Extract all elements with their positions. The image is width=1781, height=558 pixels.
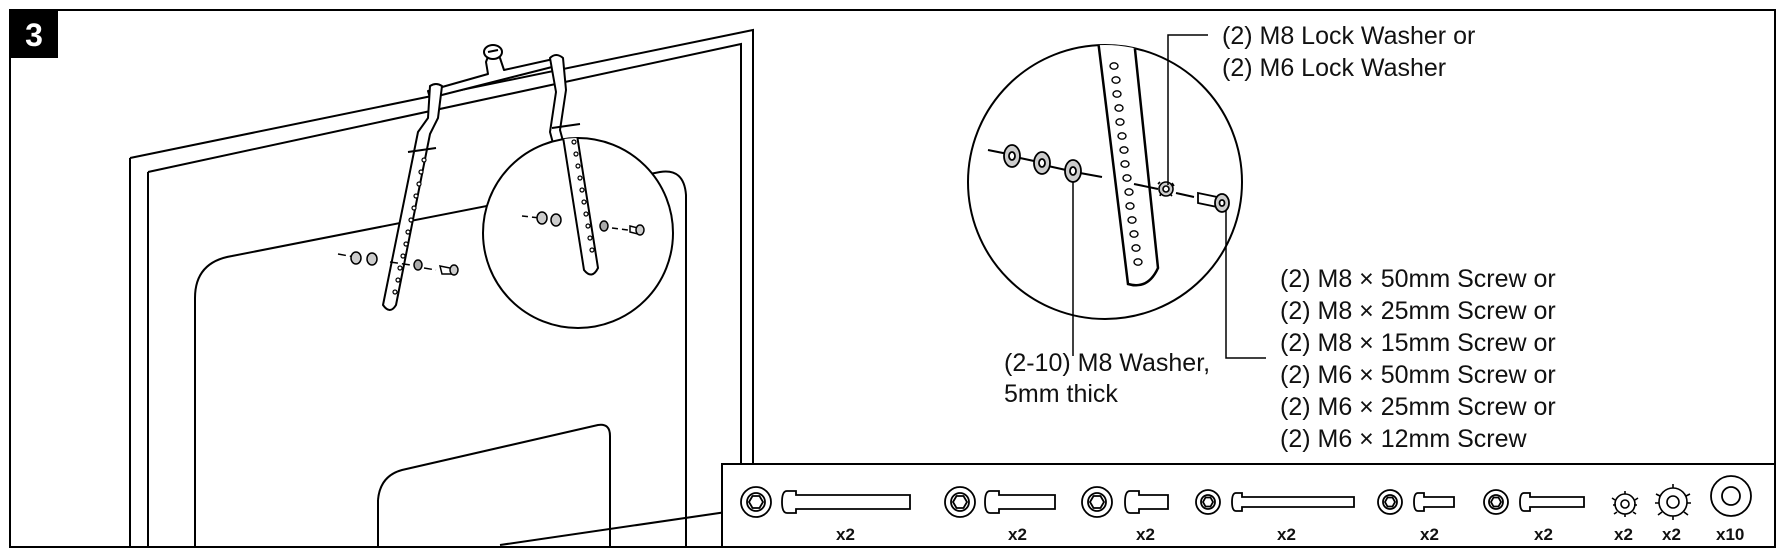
zoom-screw bbox=[1197, 191, 1230, 213]
step-badge: 3 bbox=[10, 10, 58, 58]
leader-lines bbox=[1072, 34, 1266, 359]
callout-washer-line-2: 5mm thick bbox=[1004, 380, 1118, 408]
callout-screw-line-4: (2) M6 × 50mm Screw or bbox=[1280, 361, 1556, 389]
assembly-axis bbox=[987, 149, 1195, 198]
callout-washer-line-1: (2-10) M8 Washer, bbox=[1004, 349, 1210, 377]
screw-side-icon bbox=[1124, 490, 1169, 514]
screw-side-icon bbox=[1231, 492, 1355, 512]
callout-screw-line-2: (2) M8 × 25mm Screw or bbox=[1280, 297, 1556, 325]
small-bracket bbox=[558, 138, 600, 276]
hardware-qty-5: x2 bbox=[1420, 525, 1439, 544]
hardware-qty-3: x2 bbox=[1136, 525, 1155, 544]
hardware-qty-2: x2 bbox=[1008, 525, 1027, 544]
callout-screw-line-5: (2) M6 × 25mm Screw or bbox=[1280, 393, 1556, 421]
mounting-brackets bbox=[382, 44, 599, 311]
callout-lock-washer: (2) M8 Lock Washer or (2) M6 Lock Washer bbox=[1222, 22, 1475, 82]
hardware-legend: x2 x2 x2 x2 x2 bbox=[721, 463, 1776, 548]
screw-side-icon bbox=[1413, 492, 1455, 512]
hardware-qty-9: x10 bbox=[1716, 525, 1744, 544]
screw-side-icon bbox=[984, 490, 1056, 514]
callout-lock-washer-line-2: (2) M6 Lock Washer bbox=[1222, 54, 1446, 82]
screw-side-icon bbox=[1519, 492, 1585, 512]
hardware-qty-7: x2 bbox=[1614, 525, 1633, 544]
zoom-washers bbox=[1003, 144, 1082, 183]
zoom-lock-washer bbox=[1157, 181, 1175, 197]
hardware-item-m8-25mm-screw: x2 bbox=[944, 486, 1056, 544]
step-number: 3 bbox=[25, 17, 43, 53]
callout-washer: (2-10) M8 Washer, 5mm thick bbox=[1004, 349, 1210, 408]
hardware-qty-8: x2 bbox=[1662, 525, 1681, 544]
hardware-item-m6-lock-washer: x2 bbox=[1611, 491, 1639, 544]
tv-stand-recess bbox=[377, 423, 611, 547]
screw-side-icon bbox=[781, 490, 911, 514]
left-hardware-stack bbox=[337, 251, 459, 276]
callout-screw-line-3: (2) M8 × 15mm Screw or bbox=[1280, 329, 1556, 357]
callout-screw-line-6: (2) M6 × 12mm Screw bbox=[1280, 425, 1528, 453]
hardware-item-m8-15mm-screw: x2 bbox=[1081, 486, 1169, 544]
hardware-qty-6: x2 bbox=[1534, 525, 1553, 544]
bracket-holes-left bbox=[392, 157, 427, 295]
callout-screws: (2) M8 × 50mm Screw or (2) M8 × 25mm Scr… bbox=[1280, 265, 1556, 453]
hardware-item-m6-12mm-screw: x2 bbox=[1377, 489, 1455, 544]
callout-lock-washer-line-1: (2) M8 Lock Washer or bbox=[1222, 22, 1475, 50]
hardware-item-m8-lock-washer: x2 bbox=[1655, 484, 1691, 544]
callout-screw-line-1: (2) M8 × 50mm Screw or bbox=[1280, 265, 1556, 293]
hardware-qty-4: x2 bbox=[1277, 525, 1296, 544]
bracket-left bbox=[382, 83, 443, 311]
hardware-item-m6-50mm-screw: x2 bbox=[1195, 489, 1355, 544]
hardware-item-m8-50mm-screw: x2 bbox=[740, 486, 911, 544]
hardware-qty-1: x2 bbox=[836, 525, 855, 544]
hardware-item-m8-washer: x10 bbox=[1710, 475, 1752, 544]
tv-back-panel bbox=[194, 170, 687, 547]
hardware-item-m6-25mm-screw: x2 bbox=[1483, 489, 1585, 544]
tv-back bbox=[129, 28, 754, 547]
